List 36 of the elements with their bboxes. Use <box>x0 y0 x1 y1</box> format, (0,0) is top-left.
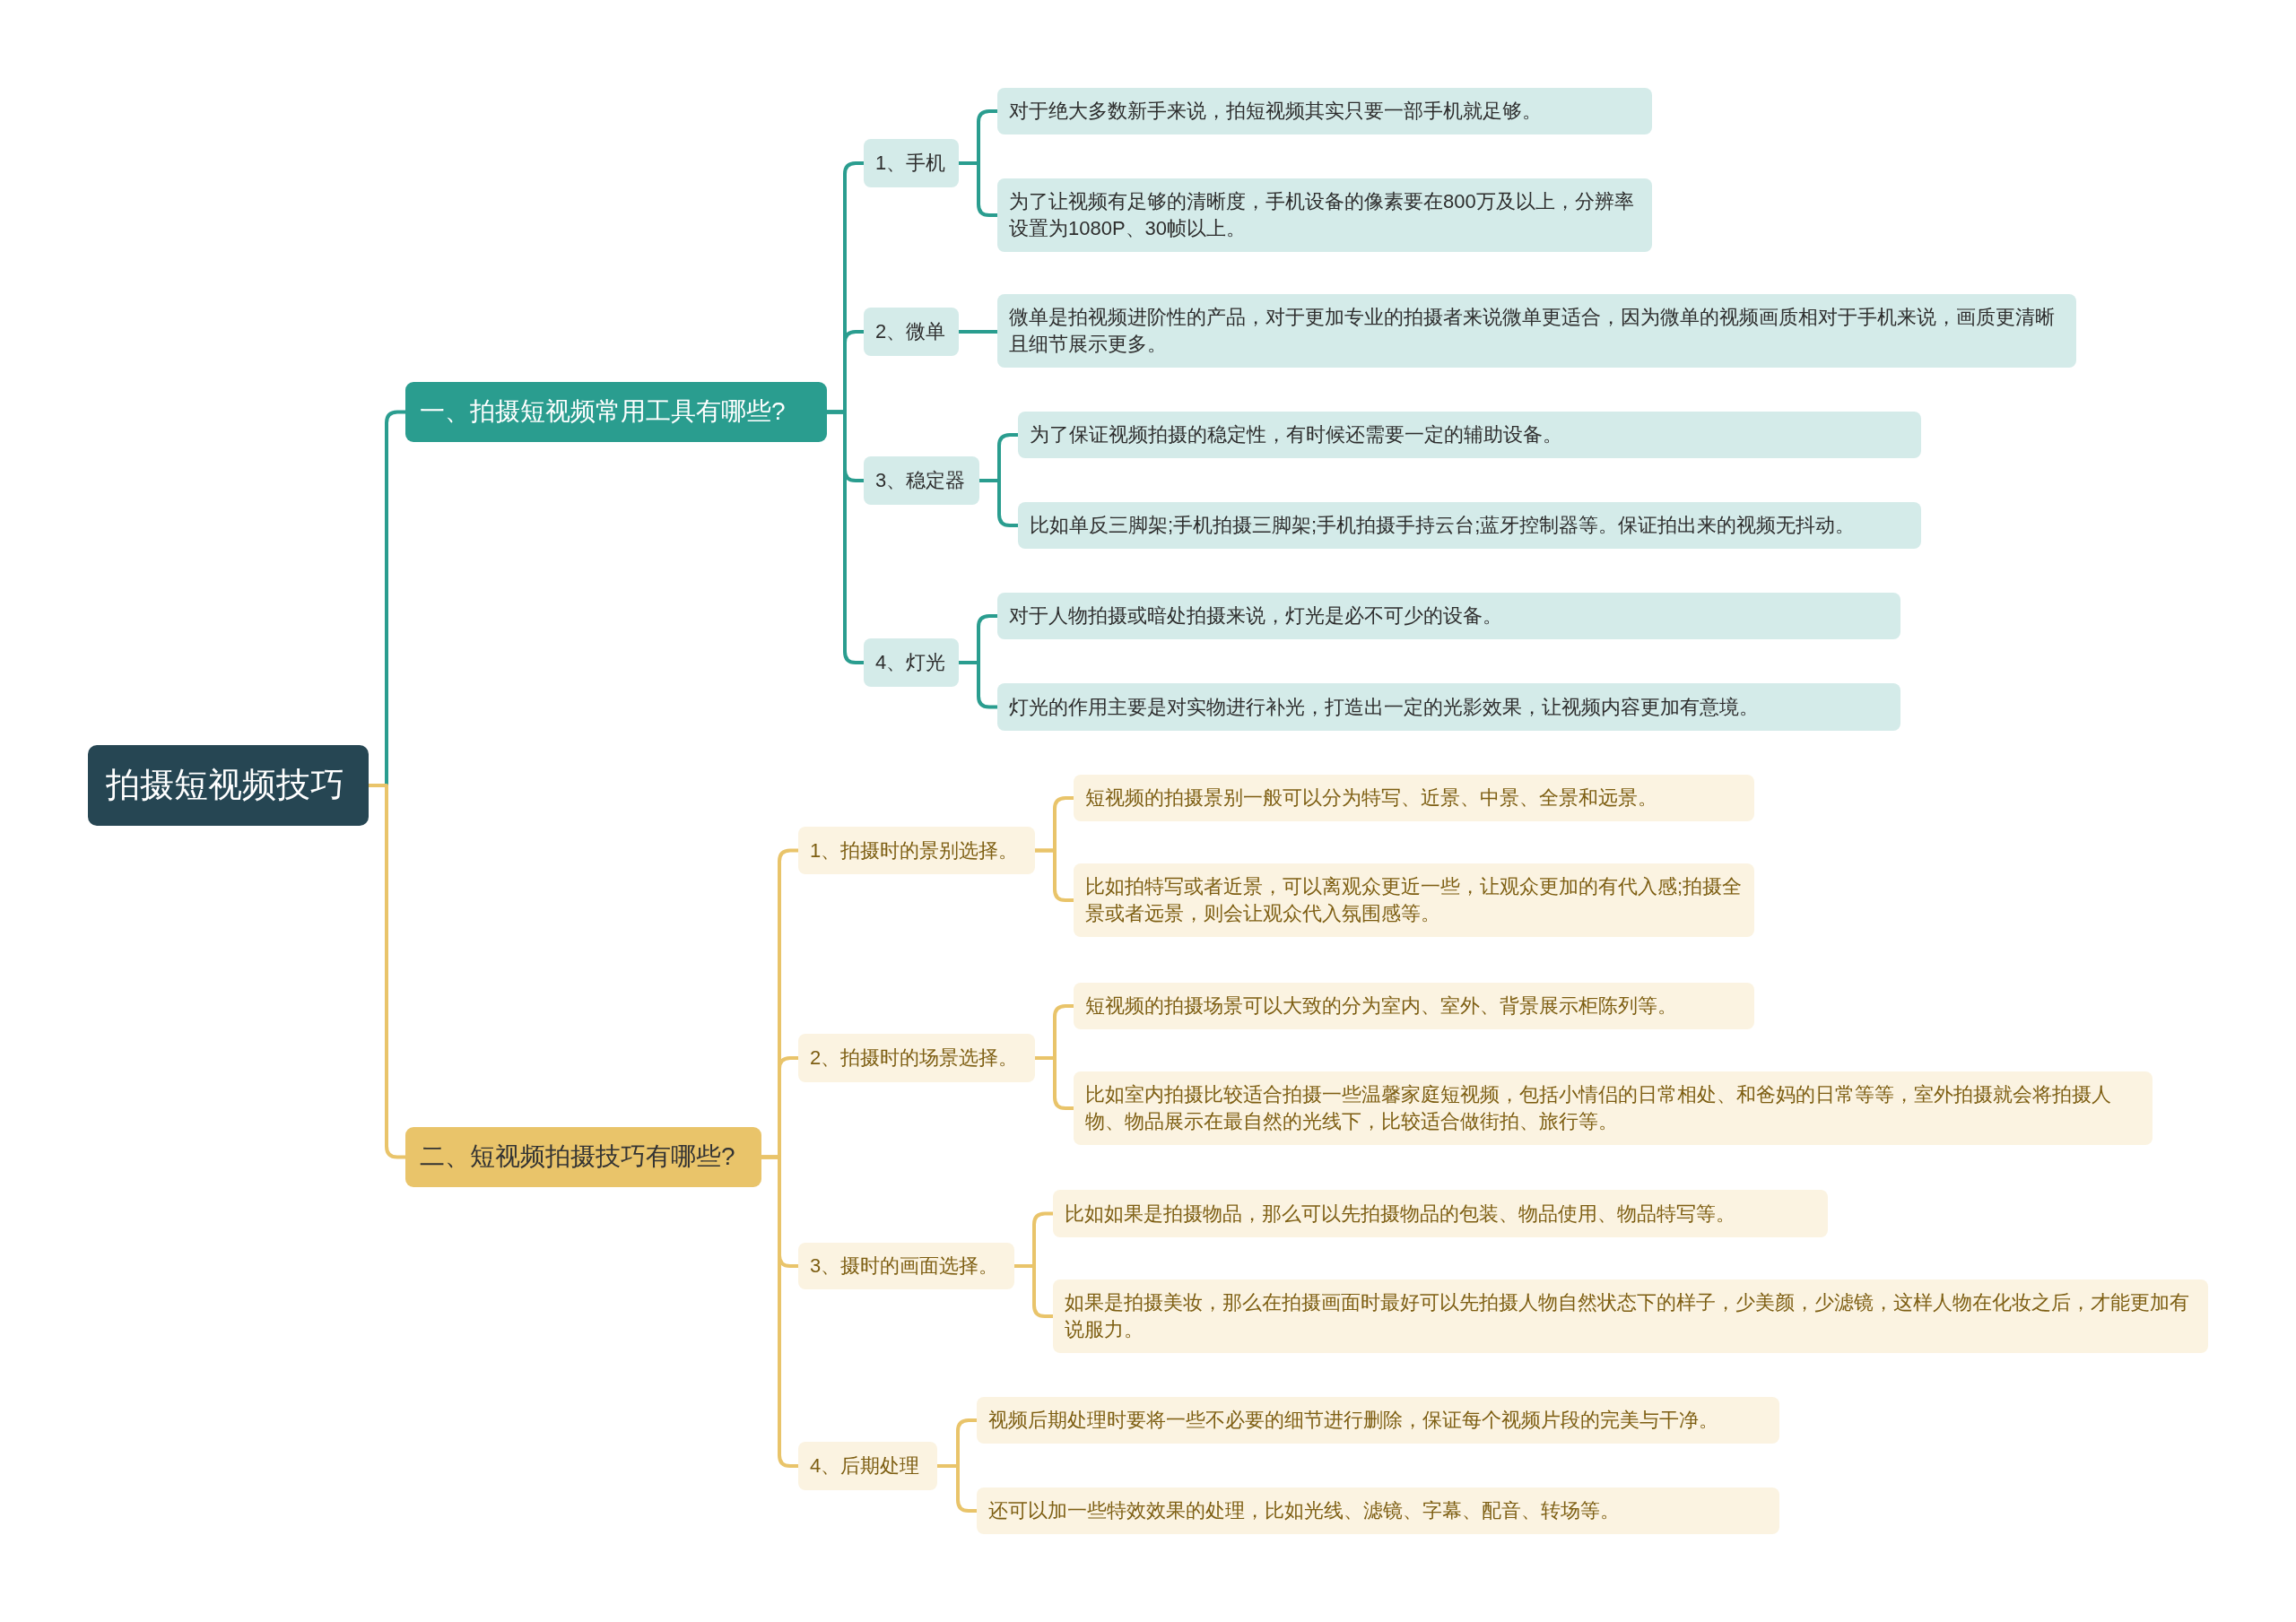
note-card: 为了保证视频拍摄的稳定性，有时候还需要一定的辅助设备。 <box>1018 412 1921 458</box>
subtopic: 1、拍摄时的景别选择。 <box>798 827 1035 874</box>
note-card: 微单是拍视频进阶性的产品，对于更加专业的拍摄者来说微单更适合，因为微单的视频画质相对于手机来说，画质更清晰且细节展示更多。 <box>997 294 2076 368</box>
note-card: 短视频的拍摄景别一般可以分为特写、近景、中景、全景和远景。 <box>1074 775 1754 821</box>
connector-line <box>1035 848 1074 902</box>
connector-line <box>959 661 997 709</box>
connector-line <box>959 330 997 334</box>
subtopic: 2、微单 <box>864 308 959 356</box>
central-topic: 拍摄短视频技巧 <box>88 745 369 826</box>
note-card: 视频后期处理时要将一些不必要的细节进行删除，保证每个视频片段的完美与干净。 <box>977 1397 1779 1444</box>
branch-topic: 二、短视频拍摄技巧有哪些? <box>405 1127 761 1187</box>
note-card: 对于人物拍摄或暗处拍摄来说，灯光是必不可少的设备。 <box>997 593 1900 639</box>
connector-line <box>369 784 405 1159</box>
connector-line <box>979 479 1018 527</box>
subtopic: 3、摄时的画面选择。 <box>798 1243 1014 1289</box>
note-card: 灯光的作用主要是对实物进行补光，打造出一定的光影效果，让视频内容更加有意境。 <box>997 683 1900 731</box>
connector-line <box>959 161 997 217</box>
subtopic: 1、手机 <box>864 139 959 187</box>
note-card: 比如室内拍摄比较适合拍摄一些温馨家庭短视频，包括小情侣的日常相处、和爸妈的日常等等，室外拍摄就会将拍摄人物、物品展示在最自然的光线下，比较适合做街拍、旅行等。 <box>1074 1071 2152 1145</box>
note-card: 比如单反三脚架;手机拍摄三脚架;手机拍摄手持云台;蓝牙控制器等。保证拍出来的视频无抖动。 <box>1018 502 1921 549</box>
connector-line <box>827 410 864 664</box>
note-card: 短视频的拍摄场景可以大致的分为室内、室外、背景展示柜陈列等。 <box>1074 983 1754 1029</box>
note-card: 比如如果是拍摄物品，那么可以先拍摄物品的包装、物品使用、物品特写等。 <box>1053 1190 1828 1237</box>
note-card: 为了让视频有足够的清晰度，手机设备的像素要在800万及以上，分辨率设置为1080P、30帧以上。 <box>997 178 1652 252</box>
subtopic: 2、拍摄时的场景选择。 <box>798 1034 1035 1082</box>
subtopic: 4、灯光 <box>864 638 959 687</box>
connector-line <box>761 1155 798 1468</box>
connector-line <box>1035 1056 1074 1110</box>
note-card: 还可以加一些特效效果的处理，比如光线、滤镜、字幕、配音、转场等。 <box>977 1488 1779 1534</box>
subtopic: 3、稳定器 <box>864 456 979 505</box>
note-card: 对于绝大多数新手来说，拍短视频其实只要一部手机就足够。 <box>997 88 1652 134</box>
branch-topic: 一、拍摄短视频常用工具有哪些? <box>405 382 827 442</box>
note-card: 如果是拍摄美妆，那么在拍摄画面时最好可以先拍摄人物自然状态下的样子，少美颜，少滤镜，这样人物在化妆之后，才能更加有说服力。 <box>1053 1279 2208 1353</box>
subtopic: 4、后期处理 <box>798 1442 937 1490</box>
note-card: 比如拍特写或者近景，可以离观众更近一些，让观众更加的有代入感;拍摄全景或者远景，则会让观众代入氛围感等。 <box>1074 863 1754 937</box>
connector-line <box>1014 1264 1053 1318</box>
